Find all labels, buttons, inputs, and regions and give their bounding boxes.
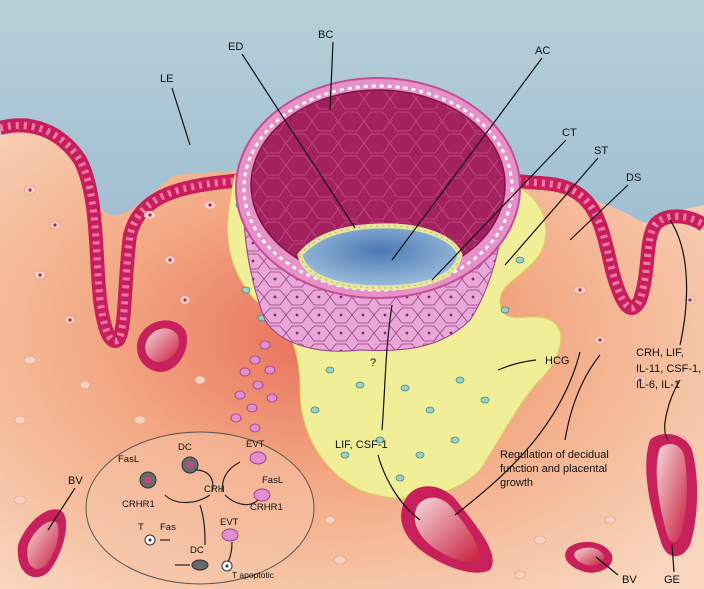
label-ge: GE <box>664 574 680 586</box>
inset-label-fas: Fas <box>160 522 176 533</box>
inset-label-dc-top: DC <box>178 442 192 453</box>
label-question: ? <box>370 357 376 369</box>
label-st: ST <box>594 145 608 157</box>
inset-label-crh: CRH <box>204 484 225 495</box>
label-cytokines-2: IL-11, CSF-1, <box>636 363 701 375</box>
label-cytokines-3: IL-6, IL-1 <box>636 379 680 391</box>
label-hcg: HCG <box>545 355 569 367</box>
inset-label-evt-top: EVT <box>246 439 265 450</box>
label-ac: AC <box>535 45 550 57</box>
label-regulation-2: function and placental <box>500 463 607 475</box>
amniotic-cavity <box>300 226 460 288</box>
inset-label-dc-bottom: DC <box>190 545 204 556</box>
inset-label-fasl-top: FasL <box>118 454 139 465</box>
inset-label-crhr1-right: CRHR1 <box>250 502 283 513</box>
inset-label-t-apoptotic: T apoptotic <box>232 570 275 580</box>
label-bv-left: BV <box>68 475 83 487</box>
inset-label-evt-bottom: EVT <box>220 517 239 528</box>
label-regulation-1: Regulation of decidual <box>500 449 609 461</box>
label-bv-right: BV <box>622 574 637 586</box>
label-ed: ED <box>228 41 243 53</box>
label-bc: BC <box>318 29 333 41</box>
label-regulation-3: growth <box>500 477 533 489</box>
inset-label-fasl-right: FasL <box>262 475 283 486</box>
label-ct: CT <box>562 127 577 139</box>
label-cytokines-1: CRH, LIF, <box>636 347 684 359</box>
inset-label-t: T <box>138 522 144 533</box>
label-le: LE <box>160 73 173 85</box>
inset-label-crhr1-left: CRHR1 <box>122 499 155 510</box>
label-lif-csf1: LIF, CSF-1 <box>335 439 388 451</box>
label-ds: DS <box>626 172 641 184</box>
